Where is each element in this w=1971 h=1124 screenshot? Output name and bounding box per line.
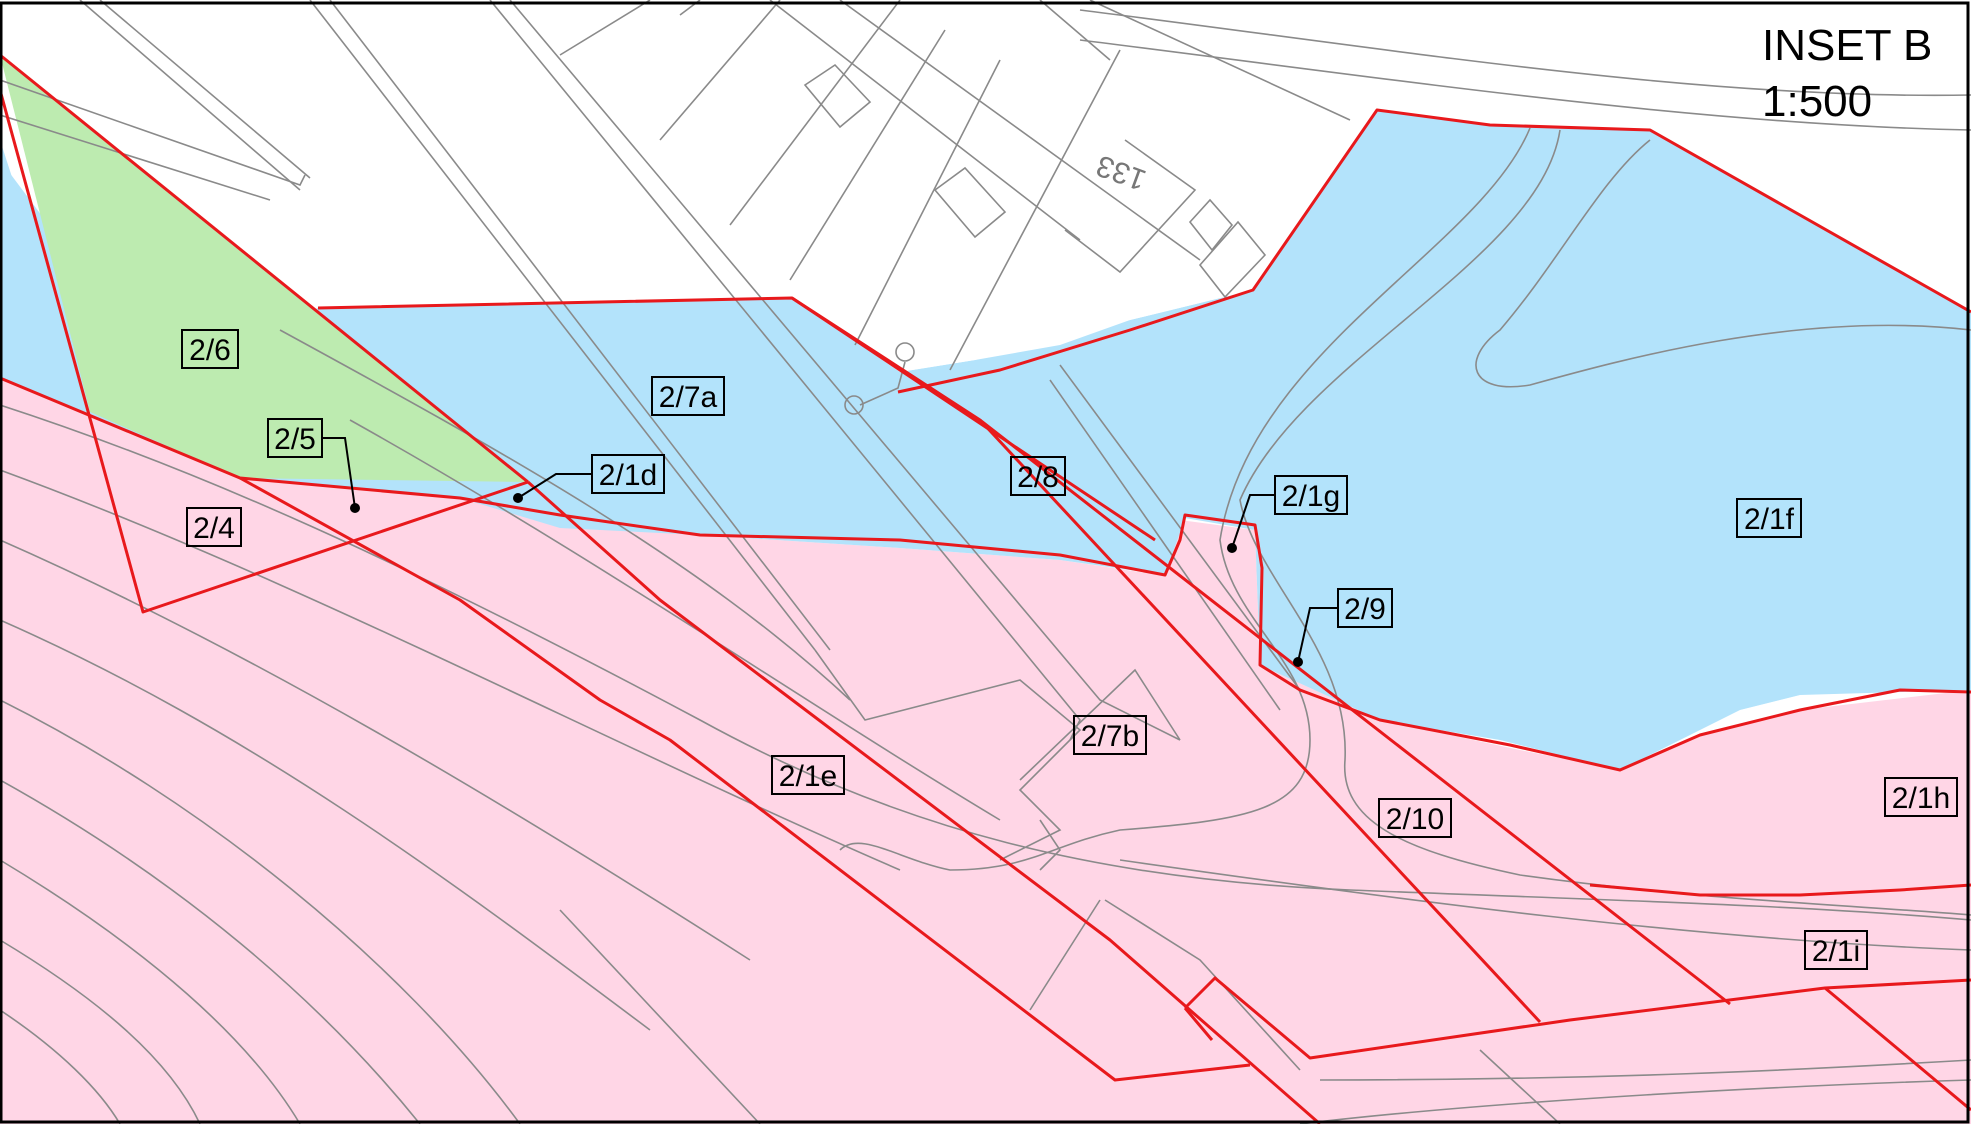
svg-text:2/6: 2/6 (189, 334, 231, 367)
plot-label-2-10: 2/10 (1378, 798, 1452, 838)
plot-label-2-1i: 2/1i (1804, 930, 1868, 970)
label-leaders (322, 437, 1338, 667)
plot-label-2-7b: 2/7b (1073, 715, 1147, 755)
plot-label-2-1f: 2/1f (1736, 498, 1802, 538)
white-area-top (0, 0, 1971, 372)
svg-text:2/10: 2/10 (1386, 803, 1444, 836)
svg-text:2/1g: 2/1g (1282, 480, 1340, 513)
plot-label-2-7a: 2/7a (651, 376, 725, 416)
plot-label-2-8: 2/8 (1010, 456, 1066, 496)
plot-label-2-1h: 2/1h (1884, 777, 1958, 817)
svg-text:2/1e: 2/1e (779, 760, 837, 793)
inset-title: INSET B (1762, 21, 1932, 70)
pink-plot-area (0, 378, 1971, 1124)
plot-label-2-6: 2/6 (181, 329, 239, 369)
svg-text:2/1i: 2/1i (1812, 935, 1860, 968)
plot-label-2-4: 2/4 (186, 507, 242, 547)
svg-text:2/9: 2/9 (1344, 593, 1386, 626)
blue-plot-left-sliver (0, 140, 88, 412)
plot-label-2-1g: 2/1g (1274, 475, 1348, 515)
svg-text:2/4: 2/4 (193, 512, 235, 545)
svg-text:2/7b: 2/7b (1081, 720, 1139, 753)
svg-text:2/1h: 2/1h (1892, 782, 1950, 815)
svg-text:2/8: 2/8 (1017, 461, 1059, 494)
plot-label-2-1d: 2/1d (591, 454, 665, 494)
plot-boundaries (0, 53, 1971, 1124)
plot-label-2-1e: 2/1e (771, 755, 845, 795)
inset-scale: 1:500 (1762, 77, 1872, 126)
svg-text:2/5: 2/5 (274, 423, 316, 456)
svg-text:2/1f: 2/1f (1744, 503, 1795, 536)
plot-label-2-9: 2/9 (1337, 588, 1393, 628)
plot-label-2-5: 2/5 (267, 418, 323, 458)
svg-text:2/1d: 2/1d (599, 459, 657, 492)
svg-text:2/7a: 2/7a (659, 381, 718, 414)
blue-plot-2-7a-area (0, 110, 1971, 770)
